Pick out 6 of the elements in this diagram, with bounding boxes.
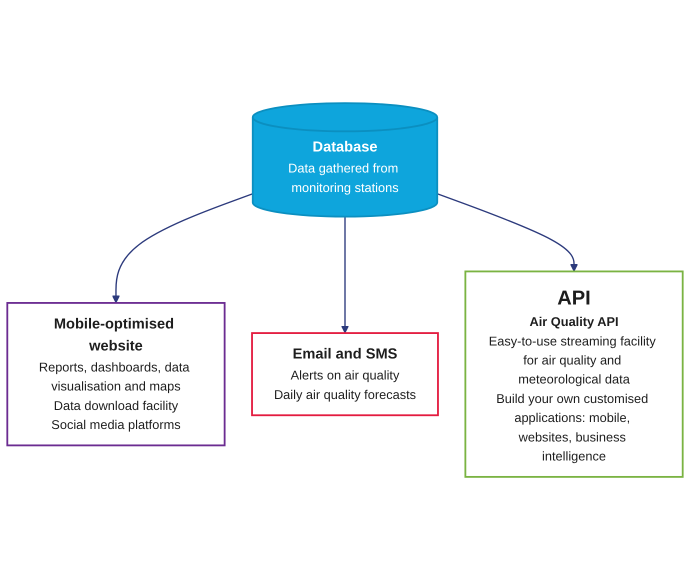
arrow xyxy=(112,193,253,304)
node-box: API Air Quality API Easy-to-use streaming facility for air quality and meteorological data Build your own customised applications: mobile, websites, business intelligence xyxy=(464,270,684,478)
node-box: Mobile-optimised website Reports, dashboards, data visualisation and maps Data download facility Social media platforms xyxy=(6,302,226,446)
node-box: Email and SMS Alerts on air quality Daily air quality forecasts xyxy=(251,332,439,416)
arrow xyxy=(340,216,350,334)
arrow xyxy=(437,193,578,272)
